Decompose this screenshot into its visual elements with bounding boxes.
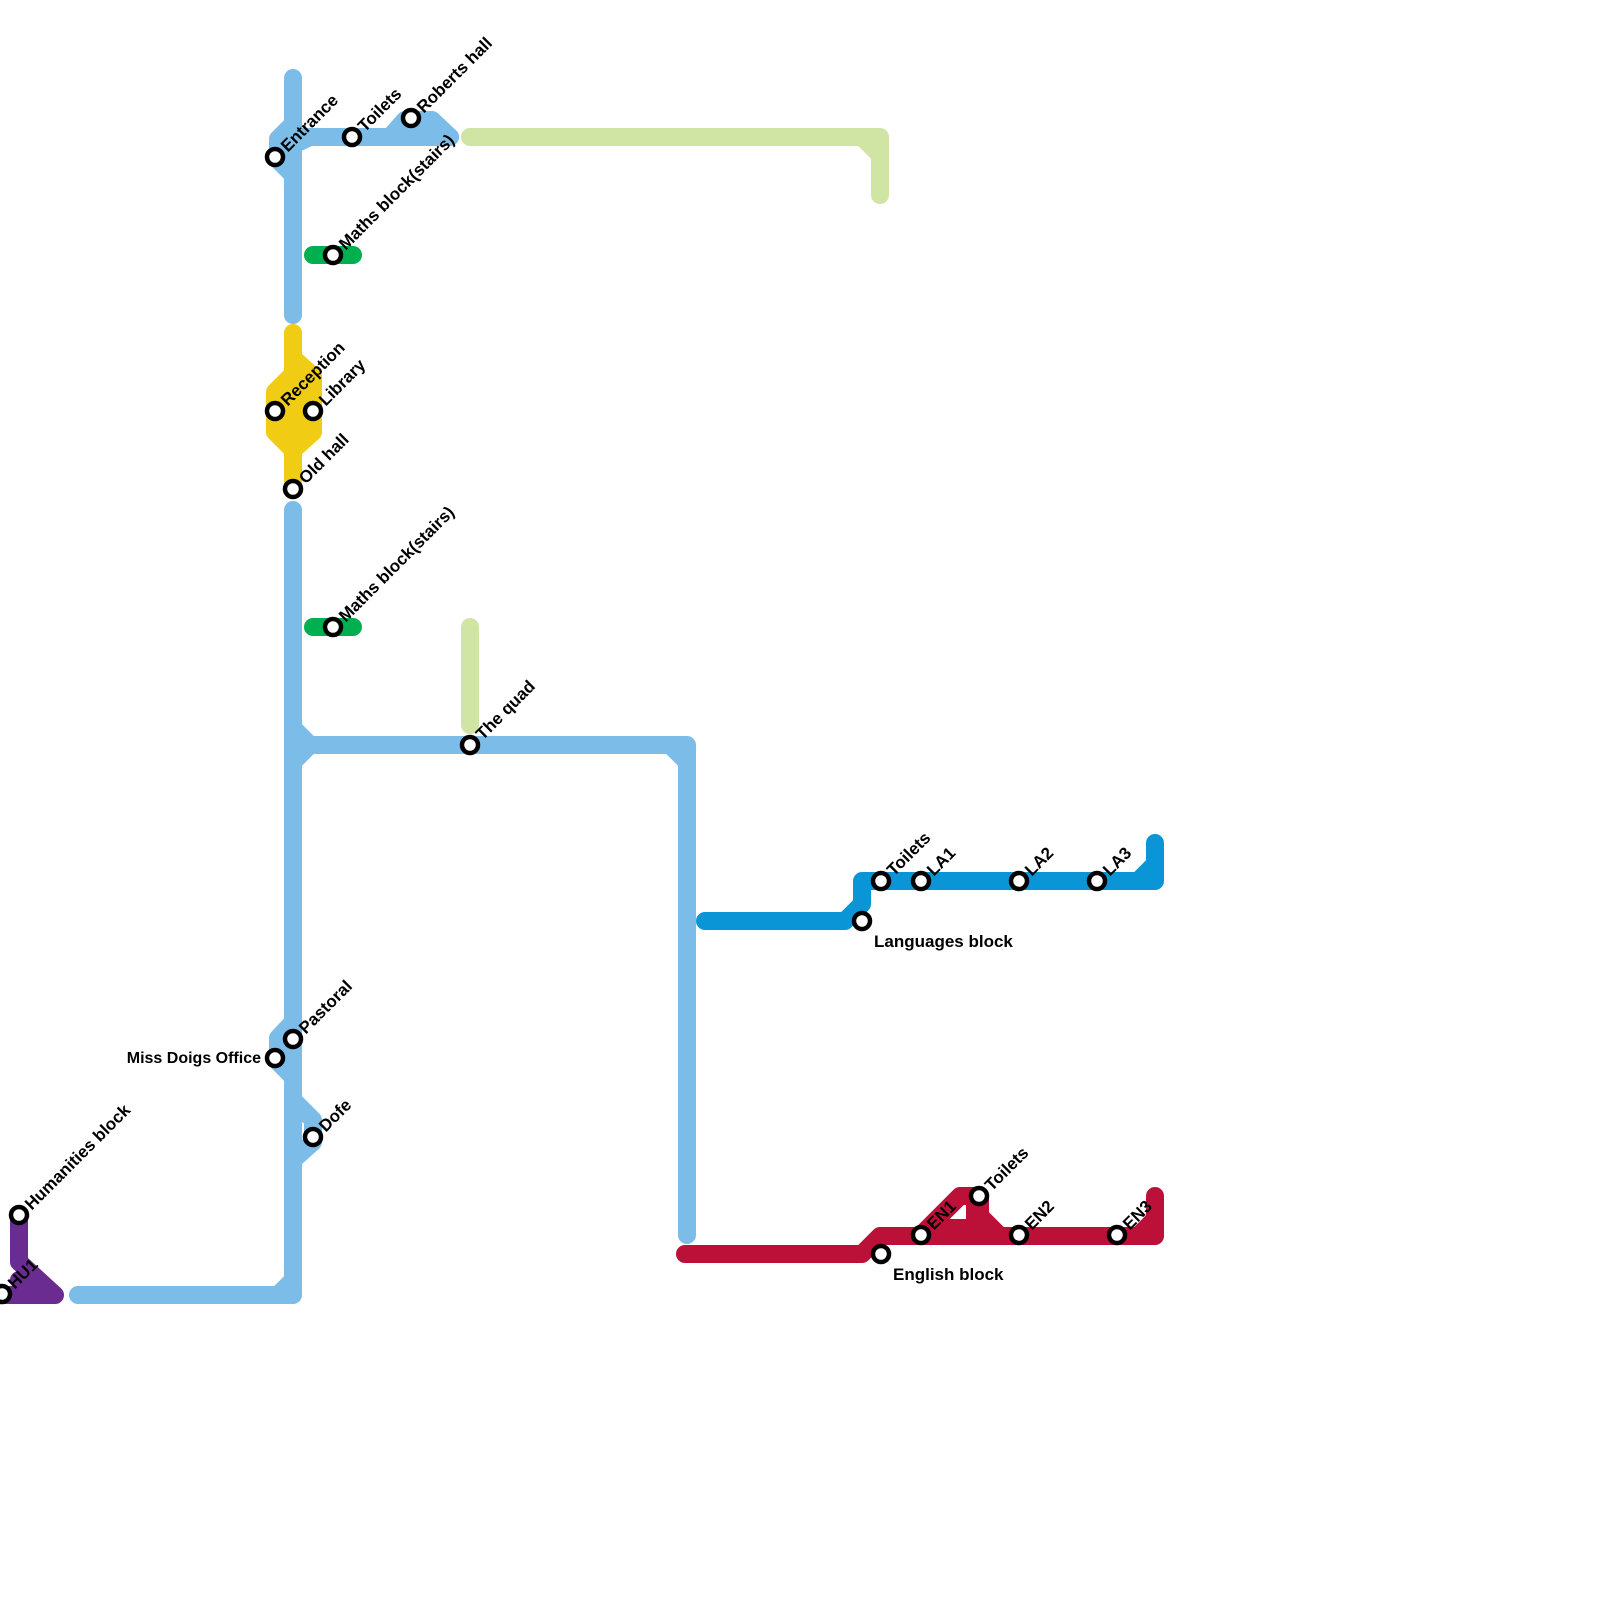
station-label: Roberts hall [413,34,496,117]
english-line-segment [1129,1210,1164,1245]
outdoor-path-line-1-segment [461,128,889,204]
main-corridor-line-segment [69,501,302,1304]
station-marker[interactable] [910,1224,932,1246]
station-label: Languages block [874,932,1013,951]
station-marker[interactable] [302,400,324,422]
humanities-line [0,1206,64,1304]
languages-line [696,834,1164,930]
station-label: Pastoral [295,977,356,1038]
station-label: Maths block(stairs) [335,503,458,626]
main-corridor-line-segment [661,736,696,771]
languages-line-segment [1129,855,1164,890]
main-corridor-line-segment [284,719,319,771]
english-line [676,1187,1164,1263]
station-marker[interactable] [264,1047,286,1069]
english-line-segment [931,1196,984,1237]
station-label: The quad [472,677,539,744]
map-lines [0,69,1164,1304]
station-label: Toilets [883,828,934,879]
reception-line-segment [276,376,312,449]
station-label: English block [893,1265,1004,1284]
station-marker[interactable] [851,910,873,932]
station-marker[interactable] [322,616,344,638]
station[interactable]: Toilets [968,1143,1032,1207]
station[interactable]: Humanities block [8,1100,134,1226]
station-marker[interactable] [1008,1224,1030,1246]
station-label: Dofe [315,1095,355,1135]
station[interactable]: Miss Doigs Office [127,1047,286,1069]
main-corridor-line-segment [269,1271,302,1304]
station-marker[interactable] [870,870,892,892]
station-marker[interactable] [8,1204,30,1226]
station-label: Maths block(stairs) [335,131,458,254]
reception-line-segment [266,349,322,459]
station-marker[interactable] [302,1126,324,1148]
station[interactable]: Languages block [851,910,1013,951]
station[interactable]: Maths block(stairs) [322,503,458,638]
station-marker[interactable] [870,1243,892,1265]
station-label: Toilets [981,1143,1032,1194]
main-corridor-line [69,69,696,1304]
station[interactable]: Maths block(stairs) [322,131,458,266]
reception-line [266,324,322,497]
station[interactable]: English block [870,1243,1004,1284]
outdoor-path-line-1 [461,128,889,204]
station-marker[interactable] [322,244,344,266]
station-marker[interactable] [968,1185,990,1207]
station-marker[interactable] [264,146,286,168]
humanities-line-segment [10,1271,49,1294]
station-label: Miss Doigs Office [127,1050,261,1067]
outdoor-path-line-1-segment [853,128,889,164]
station-marker[interactable] [282,478,304,500]
station-marker[interactable] [282,1028,304,1050]
main-corridor-line-segment [284,736,696,1244]
station-marker[interactable] [910,870,932,892]
station-marker[interactable] [1086,870,1108,892]
station-marker[interactable] [400,107,422,129]
station[interactable]: Roberts hall [400,34,496,129]
station-marker[interactable] [1106,1224,1128,1246]
station-marker[interactable] [1008,870,1030,892]
station-marker[interactable] [264,400,286,422]
station-marker[interactable] [0,1283,13,1305]
station-marker[interactable] [341,126,363,148]
station-label: Humanities block [21,1100,134,1213]
main-corridor-line-segment [284,128,319,154]
station-marker[interactable] [459,734,481,756]
